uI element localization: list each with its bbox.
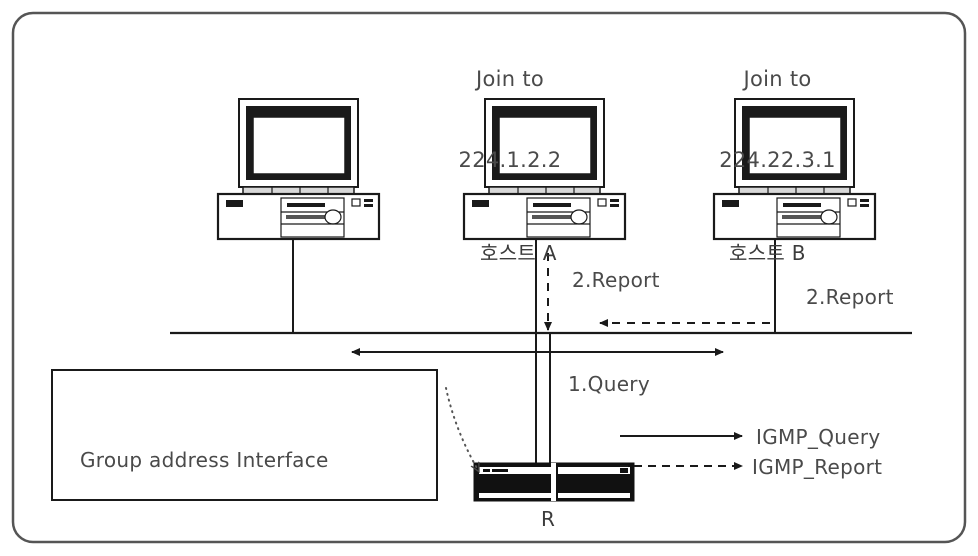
router-label: R: [541, 507, 556, 531]
multicast-table: Group address Interface 224. 1.2.2Ethern…: [80, 385, 398, 556]
join-label-1-line1: Join to: [475, 67, 545, 91]
host-b-label: 호스트 B: [729, 241, 806, 265]
legend-item-report-label: IGMP_Report: [752, 455, 883, 479]
table-row: 224. 1.2.2Ethernet 0: [80, 535, 398, 556]
join-label-1: Join to 224.1.2.2: [430, 12, 590, 228]
diagram-frame: [11, 11, 967, 544]
host-b-report-arrow: [599, 253, 776, 327]
table-leader-line: [445, 387, 478, 470]
join-label-1-line2: 224.1.2.2: [458, 148, 562, 172]
join-label-2: Join to 224.22.3.1: [690, 12, 865, 228]
join-label-2-line1: Join to: [743, 67, 812, 91]
report-a-label: 2.Report: [572, 268, 660, 292]
query-label: 1.Query: [568, 372, 650, 396]
table-header: Group address Interface: [80, 448, 329, 472]
host-a-label: 호스트 A: [480, 241, 557, 265]
host-computer-2: [462, 98, 627, 241]
legend-item-query-label: IGMP_Query: [756, 425, 881, 449]
multicast-table-box: [51, 369, 438, 501]
host-computer-3: [712, 98, 877, 241]
host-computer-1: [216, 98, 381, 241]
report-b-label: 2.Report: [806, 285, 894, 309]
join-label-2-line2: 224.22.3.1: [719, 148, 836, 172]
router-device: [473, 462, 635, 502]
